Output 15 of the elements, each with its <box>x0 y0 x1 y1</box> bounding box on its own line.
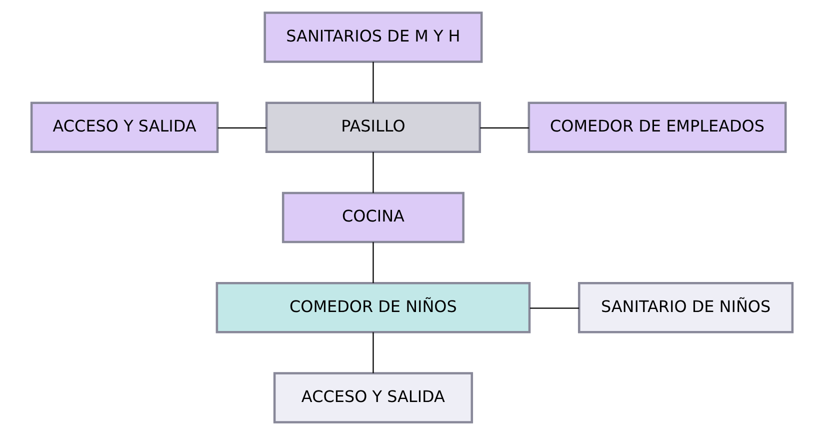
node-box: SANITARIOS DE M Y H <box>264 12 483 63</box>
node-box: COMEDOR DE EMPLEADOS <box>528 102 787 154</box>
connector <box>480 127 529 129</box>
connector <box>372 332 374 374</box>
connector <box>530 308 579 309</box>
connector <box>218 127 266 129</box>
node-box: COCINA <box>282 192 464 244</box>
node-box: SANITARIO DE NIÑOS <box>578 282 794 334</box>
connector <box>372 152 374 193</box>
connector <box>372 242 374 284</box>
node-box: COMEDOR DE NIÑOS <box>216 282 531 334</box>
node-box: ACCESO Y SALIDA <box>30 102 219 154</box>
node-box: ACCESO Y SALIDA <box>273 372 474 424</box>
connector <box>372 62 374 103</box>
node-box: PASILLO <box>265 102 482 154</box>
